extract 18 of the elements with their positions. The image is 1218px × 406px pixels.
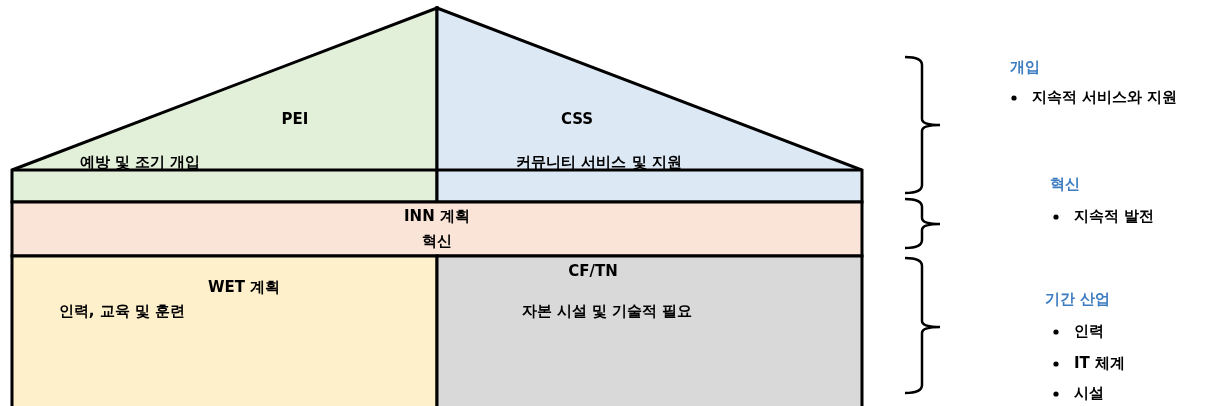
bullet-item: 지속적 발전	[1074, 207, 1155, 225]
bullet-item: 시설	[1074, 384, 1104, 402]
section-title: CF/TN	[568, 262, 618, 280]
category-heading: 기간 산업	[1045, 290, 1111, 308]
section-description: 자본 시설 및 기술적 필요	[521, 302, 693, 320]
section-title: CSS	[560, 110, 594, 128]
section-title: PEI	[281, 110, 309, 128]
section-description: 인력, 교육 및 훈련	[58, 302, 186, 320]
section-title: WET 계획	[207, 278, 281, 296]
section-description: 혁신	[422, 232, 452, 250]
category-heading: 개입	[1010, 58, 1040, 76]
section-title: INN 계획	[404, 207, 470, 225]
section-description: 커뮤니티 서비스 및 지원	[516, 153, 682, 171]
bullet-item: 인력	[1074, 322, 1104, 340]
bullet-item: IT 체계	[1074, 354, 1126, 372]
bullet-item: 지속적 서비스와 지원	[1032, 88, 1178, 106]
category-heading: 혁신	[1050, 175, 1080, 193]
section-description: 예방 및 조기 개입	[79, 153, 201, 171]
